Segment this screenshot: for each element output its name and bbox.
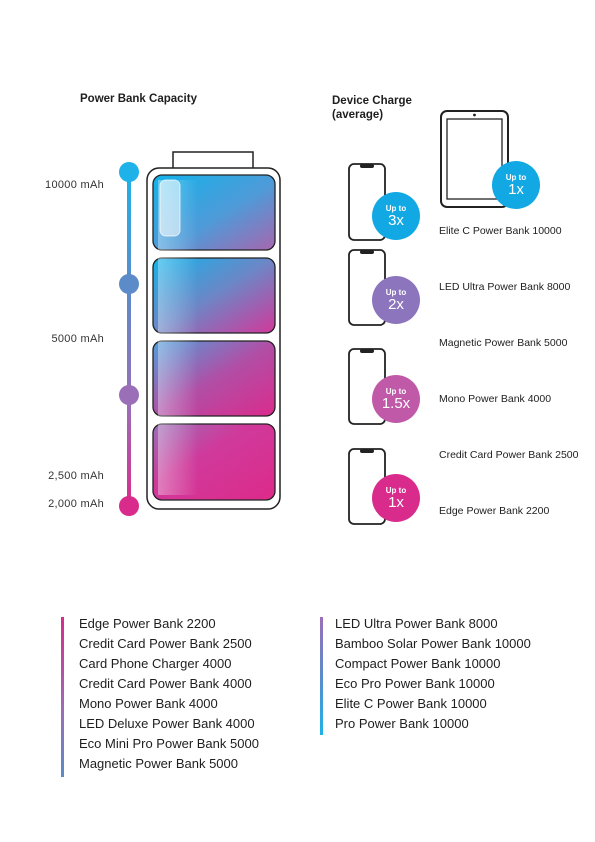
capacity-title: Power Bank Capacity [80, 93, 197, 105]
list-item: Eco Pro Power Bank 10000 [335, 676, 495, 691]
list-item: LED Ultra Power Bank 8000 [335, 616, 498, 631]
badge-multiplier: 2x [388, 296, 404, 313]
scale-dot-lower [119, 385, 139, 405]
scale-dot-10000 [119, 162, 139, 182]
device-charge-title-line1: Device Charge [332, 95, 412, 107]
badge-up-to: Up to [385, 204, 407, 213]
badge-up-to: Up to [385, 486, 407, 495]
scale-line [127, 172, 131, 506]
list-item: LED Deluxe Power Bank 4000 [79, 716, 255, 731]
device-label-edge: Edge Power Bank 2200 [439, 505, 550, 517]
list-item: Compact Power Bank 10000 [335, 656, 501, 671]
battery-highlight [159, 179, 181, 237]
charge-badge-phone-4: Up to 1x [372, 474, 420, 522]
badge-multiplier: 1x [388, 494, 404, 511]
device-label-led-ultra: LED Ultra Power Bank 8000 [439, 281, 571, 293]
capacity-level-5000: 5000 mAh [51, 333, 104, 345]
device-label-mono: Mono Power Bank 4000 [439, 393, 552, 405]
list-item: Card Phone Charger 4000 [79, 656, 232, 671]
list-item: Bamboo Solar Power Bank 10000 [335, 636, 531, 651]
list-item: Credit Card Power Bank 2500 [79, 636, 252, 651]
list-left-bar [61, 617, 64, 777]
device-charge-title: Device Charge (average) [332, 94, 412, 122]
list-item: Pro Power Bank 10000 [335, 716, 469, 731]
charge-badge-tablet: Up to 1x [492, 161, 540, 209]
battery-icon [146, 151, 281, 510]
device-charge-title-line2: (average) [332, 109, 384, 121]
badge-up-to: Up to [505, 173, 527, 182]
badge-multiplier: 1.5x [381, 395, 411, 412]
capacity-level-10000: 10000 mAh [45, 179, 104, 191]
badge-multiplier: 1x [508, 181, 524, 198]
charge-badge-phone-2: Up to 2x [372, 276, 420, 324]
list-item: Credit Card Power Bank 4000 [79, 676, 252, 691]
list-item: Mono Power Bank 4000 [79, 696, 218, 711]
device-label-elite-c: Elite C Power Bank 10000 [439, 225, 562, 237]
list-right-bar [320, 617, 323, 735]
list-item: Edge Power Bank 2200 [79, 616, 216, 631]
badge-up-to: Up to [385, 288, 407, 297]
list-item: Magnetic Power Bank 5000 [79, 756, 238, 771]
badge-up-to: Up to [385, 387, 407, 396]
list-item: Elite C Power Bank 10000 [335, 696, 487, 711]
capacity-level-2500: 2,500 mAh [48, 470, 104, 482]
tablet-icon [440, 110, 509, 208]
device-label-magnetic: Magnetic Power Bank 5000 [439, 337, 568, 349]
charge-badge-phone-3: Up to 1.5x [372, 375, 420, 423]
badge-multiplier: 3x [388, 212, 404, 229]
scale-dot-2000 [119, 496, 139, 516]
capacity-level-2000: 2,000 mAh [48, 498, 104, 510]
device-label-credit-card: Credit Card Power Bank 2500 [439, 449, 579, 461]
charge-badge-phone-1: Up to 3x [372, 192, 420, 240]
list-item: Eco Mini Pro Power Bank 5000 [79, 736, 259, 751]
scale-dot-upper [119, 274, 139, 294]
